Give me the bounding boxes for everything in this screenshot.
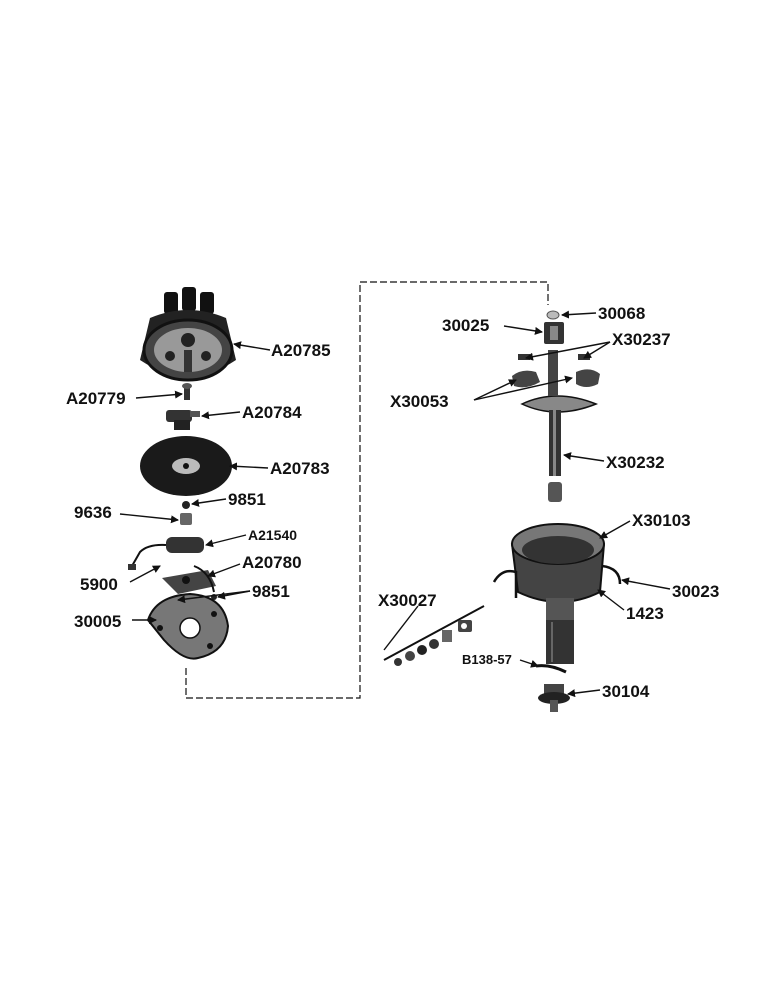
leader-a21540 (205, 534, 247, 548)
label-a20780: A20780 (242, 553, 302, 572)
label-1423: 1423 (626, 604, 664, 623)
label-9851a: 9851 (228, 490, 266, 509)
leader-9851a (191, 498, 227, 507)
label-30068: 30068 (598, 304, 645, 323)
leader-1423 (597, 589, 625, 611)
felt-wick (546, 310, 560, 320)
label-x30103: X30103 (632, 511, 691, 530)
distributor-cap (140, 287, 236, 382)
label-30023: 30023 (672, 582, 719, 601)
leader-a20784 (201, 411, 241, 420)
label-30104: 30104 (602, 682, 650, 701)
dust-shield (140, 436, 232, 496)
label-x30027: X30027 (378, 591, 437, 610)
cam (544, 322, 564, 344)
leader-30068 (561, 310, 597, 319)
label-x30232: X30232 (606, 453, 665, 472)
label-9851b: 9851 (252, 582, 290, 601)
leader-a20785 (233, 341, 271, 351)
label-b138-57: B138-57 (462, 652, 512, 667)
distributor-housing (510, 523, 606, 664)
label-a20785: A20785 (271, 341, 331, 360)
leader-9636 (119, 513, 179, 524)
shaft (520, 350, 599, 502)
breaker-plate (146, 592, 230, 660)
screw-9851-top (182, 501, 190, 509)
label-5900: 5900 (80, 575, 118, 594)
screw-a20779 (182, 383, 192, 400)
contact-points (162, 565, 216, 594)
leader-x30232 (563, 452, 605, 462)
leader-a20783 (229, 462, 269, 471)
leader-30025 (503, 325, 543, 335)
clip-9636 (180, 513, 192, 525)
label-a20779: A20779 (66, 389, 126, 408)
leader-30104 (567, 689, 601, 698)
label-x30237: X30237 (612, 330, 671, 349)
rotor (166, 410, 200, 430)
label-9636: 9636 (74, 503, 112, 522)
clip-spring-left (492, 569, 518, 598)
leader-a20780 (207, 563, 241, 578)
label-30005: 30005 (74, 612, 121, 631)
label-a20783: A20783 (270, 459, 330, 478)
leader-5900 (129, 565, 161, 583)
label-x30053: X30053 (390, 392, 449, 411)
clip-spring-right (601, 564, 622, 585)
label-a20784: A20784 (242, 403, 302, 422)
assembly-connector-line (185, 281, 549, 699)
condenser (128, 537, 204, 570)
leader-x30103 (599, 520, 631, 539)
leader-30023 (621, 577, 671, 590)
drive-gear (538, 684, 570, 712)
leader-x30237-b (583, 341, 611, 359)
leader-b138 (519, 659, 539, 668)
label-a21540: A21540 (248, 527, 297, 543)
label-30025: 30025 (442, 316, 489, 335)
leader-x30027 (383, 605, 419, 651)
terminal-kit (383, 605, 485, 666)
leader-x30237-a (525, 341, 611, 361)
leader-x30053-b (473, 375, 573, 401)
leader-a20779 (135, 390, 183, 399)
leader-9851b-b (177, 590, 251, 604)
pin-b138-57 (535, 664, 567, 674)
leader-x30053-a (473, 379, 517, 401)
